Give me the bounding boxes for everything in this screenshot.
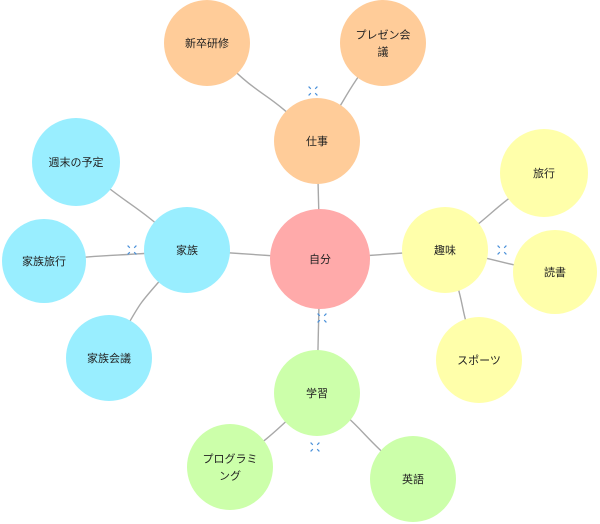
leaf-node-weekend-plans-label: 週末の予定 <box>49 155 104 169</box>
collapse-toggle-center[interactable] <box>317 313 327 323</box>
branch-node-hobby-bubble <box>402 207 488 293</box>
leaf-node-family-trip[interactable]: 家族旅行 <box>2 219 86 303</box>
branch-node-work-bubble <box>274 98 360 184</box>
leaf-node-english-bubble <box>370 436 456 522</box>
leaf-node-family-meeting[interactable]: 家族会議 <box>66 315 152 401</box>
leaf-node-presentation-meeting-label-line-1: プレゼン会 <box>356 29 411 42</box>
leaf-node-weekend-plans-bubble <box>32 118 120 206</box>
center-node-self-label: 自分 <box>309 253 331 266</box>
leaf-node-sports[interactable]: スポーツ <box>436 317 522 403</box>
branch-node-family-bubble <box>144 207 230 293</box>
leaf-node-reading-label: 読書 <box>544 265 566 279</box>
branch-node-study-label: 学習 <box>306 386 328 400</box>
leaf-node-travel-bubble <box>500 129 588 217</box>
branch-node-family-label: 家族 <box>176 243 198 257</box>
leaf-node-english-label: 英語 <box>402 472 424 486</box>
center-node-self-bubble <box>270 209 370 309</box>
branch-node-study[interactable]: 学習 <box>274 350 360 436</box>
collapse-toggle-family[interactable] <box>127 245 137 255</box>
collapse-toggle-study[interactable] <box>310 442 320 452</box>
leaf-node-reading[interactable]: 読書 <box>513 230 597 314</box>
leaf-node-travel-label: 旅行 <box>533 166 555 180</box>
branch-node-hobby[interactable]: 趣味 <box>402 207 488 293</box>
leaf-node-reading-bubble <box>513 230 597 314</box>
collapse-toggle-work[interactable] <box>308 86 318 96</box>
leaf-node-presentation-meeting-label-line-2: 議 <box>378 45 389 59</box>
leaf-node-new-hire-training-label: 新卒研修 <box>185 36 229 50</box>
collapse-toggle-hobby[interactable] <box>497 245 507 255</box>
leaf-node-programming-label-line-2: ング <box>219 469 241 483</box>
collapse-icon <box>497 245 507 255</box>
leaf-node-sports-bubble <box>436 317 522 403</box>
leaf-node-sports-label: スポーツ <box>457 354 501 367</box>
leaf-node-programming-label-line-1: プログラミ <box>203 452 258 466</box>
leaf-node-travel[interactable]: 旅行 <box>500 129 588 217</box>
collapse-icon <box>317 313 327 323</box>
collapse-icon <box>310 442 320 452</box>
leaf-node-weekend-plans[interactable]: 週末の予定 <box>32 118 120 206</box>
leaf-node-family-trip-bubble <box>2 219 86 303</box>
leaf-node-presentation-meeting-bubble <box>340 0 426 86</box>
branch-node-family[interactable]: 家族 <box>144 207 230 293</box>
leaf-node-programming-bubble <box>187 424 273 510</box>
leaf-node-family-meeting-label: 家族会議 <box>87 351 131 365</box>
branch-node-hobby-label: 趣味 <box>434 243 456 257</box>
collapse-icon <box>127 245 137 255</box>
collapse-icon <box>308 86 318 96</box>
branch-node-work-label: 仕事 <box>306 135 328 148</box>
center-node-self[interactable]: 自分 <box>270 209 370 309</box>
leaf-node-english[interactable]: 英語 <box>370 436 456 522</box>
collapse-marks-layer <box>127 86 507 452</box>
branch-node-study-bubble <box>274 350 360 436</box>
leaf-node-new-hire-training-bubble <box>164 0 250 86</box>
leaf-node-new-hire-training[interactable]: 新卒研修 <box>164 0 250 86</box>
branch-node-work[interactable]: 仕事 <box>274 98 360 184</box>
leaf-node-family-trip-label: 家族旅行 <box>22 254 66 268</box>
leaf-node-family-meeting-bubble <box>66 315 152 401</box>
